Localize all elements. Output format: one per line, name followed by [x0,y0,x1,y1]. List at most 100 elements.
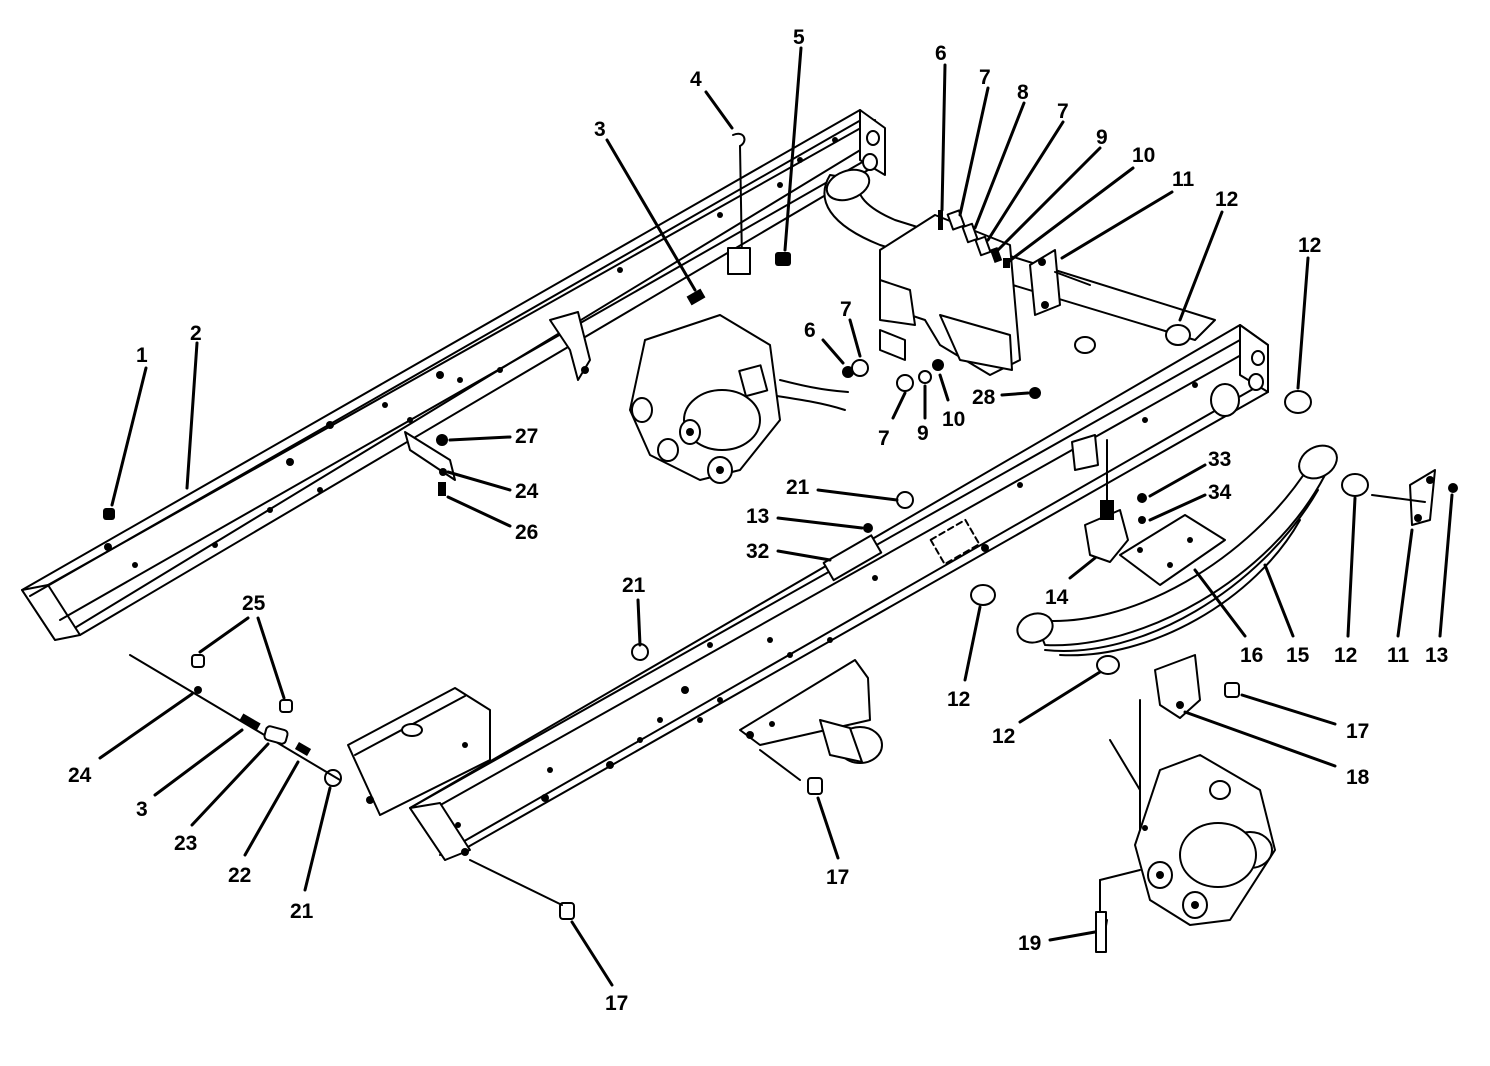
callout-13: 13 [1425,493,1454,667]
svg-text:4: 4 [690,68,702,91]
callout-23: 23 [174,742,270,855]
front-hanger-bracket [1154,654,1201,719]
right-hanger-bracket [1134,754,1276,926]
callout-27: 27 [448,425,538,448]
left-hanger-bracket [629,314,781,484]
svg-text:7: 7 [840,298,852,321]
svg-text:19: 19 [1018,932,1041,955]
svg-text:7: 7 [979,66,991,89]
callout-5: 5 [783,26,805,252]
callout-21: 21 [622,574,646,647]
callout-4: 4 [690,68,734,130]
svg-text:6: 6 [804,319,816,342]
callout-6: 6 [804,319,845,365]
callout-21: 21 [786,476,899,502]
callout-10: 10 [1006,144,1155,264]
callout-6: 6 [935,42,947,212]
svg-text:3: 3 [594,118,606,141]
svg-text:15: 15 [1286,644,1310,667]
callout-7: 7 [958,66,991,217]
svg-text:10: 10 [1132,144,1155,167]
callout-2: 2 [185,322,202,490]
callout-33: 33 [1148,448,1231,498]
callout-11: 11 [1387,528,1414,667]
svg-text:7: 7 [1057,100,1069,123]
svg-text:3: 3 [136,798,148,821]
shackle-upper [1029,249,1091,316]
svg-text:21: 21 [290,900,314,923]
callout-24: 24 [68,692,194,787]
svg-text:1: 1 [136,344,148,367]
svg-text:33: 33 [1208,448,1231,471]
svg-text:34: 34 [1208,481,1232,504]
bumper [1084,500,1129,563]
svg-text:9: 9 [1096,126,1108,149]
left-cross-bracket [347,687,491,816]
svg-text:12: 12 [992,725,1015,748]
svg-text:6: 6 [935,42,947,65]
svg-text:12: 12 [1298,234,1321,257]
svg-text:24: 24 [515,480,539,503]
svg-text:32: 32 [746,540,769,563]
callout-32: 32 [746,540,832,563]
shackle-right [1371,469,1436,526]
callout-15: 15 [1263,563,1310,667]
callout-1: 1 [110,344,148,507]
svg-text:26: 26 [515,521,538,544]
svg-text:28: 28 [972,386,996,409]
center-lines [469,699,1141,913]
leaf-spring [1016,444,1338,657]
svg-text:16: 16 [1240,644,1263,667]
svg-text:17: 17 [605,992,628,1015]
svg-text:5: 5 [793,26,805,49]
callout-12: 12 [947,605,982,711]
callout-22: 22 [228,760,300,887]
callout-21: 21 [290,786,332,923]
svg-text:13: 13 [1425,644,1448,667]
svg-text:13: 13 [746,505,769,528]
callout-24: 24 [446,470,539,503]
callout-7: 7 [986,100,1069,242]
callout-34: 34 [1148,481,1232,522]
callout-7: 7 [840,298,862,358]
svg-text:24: 24 [68,764,92,787]
callout-12: 12 [992,670,1102,748]
svg-text:27: 27 [515,425,538,448]
callout-16: 16 [1193,568,1263,667]
callout-12: 12 [1334,496,1357,667]
right-frame-rail [409,324,1269,861]
callout-12: 12 [1178,188,1238,322]
svg-text:17: 17 [826,866,849,889]
svg-text:14: 14 [1045,586,1069,609]
svg-text:8: 8 [1017,81,1029,104]
svg-text:12: 12 [1334,644,1357,667]
callout-18: 18 [1183,710,1370,789]
callout-25: 25 [198,592,286,700]
svg-text:12: 12 [947,688,970,711]
svg-text:11: 11 [1387,644,1410,667]
callout-17: 17 [816,796,849,889]
svg-text:23: 23 [174,832,197,855]
callout-11: 11 [1060,168,1195,260]
svg-text:21: 21 [786,476,810,499]
callout-7: 7 [878,391,907,450]
center-mount-bracket [739,659,883,764]
svg-text:11: 11 [1172,168,1195,191]
callout-17: 17 [1240,693,1369,743]
spring-plate [1119,514,1226,586]
svg-text:9: 9 [917,422,929,445]
left-frame-rail [21,109,886,641]
callout-19: 19 [1018,930,1097,955]
callout-3: 3 [594,118,697,292]
callouts: 1 2 3 4 5 6 7 8 7 9 10 11 12 12 6 7 7 9 … [68,26,1454,1015]
callout-10: 10 [938,373,965,431]
callout-9: 9 [996,126,1108,252]
svg-text:12: 12 [1215,188,1238,211]
svg-text:10: 10 [942,408,965,431]
center-bracket [879,214,1096,376]
svg-text:7: 7 [878,427,890,450]
callout-26: 26 [446,495,538,544]
svg-text:18: 18 [1346,766,1370,789]
callout-28: 28 [972,386,1030,409]
